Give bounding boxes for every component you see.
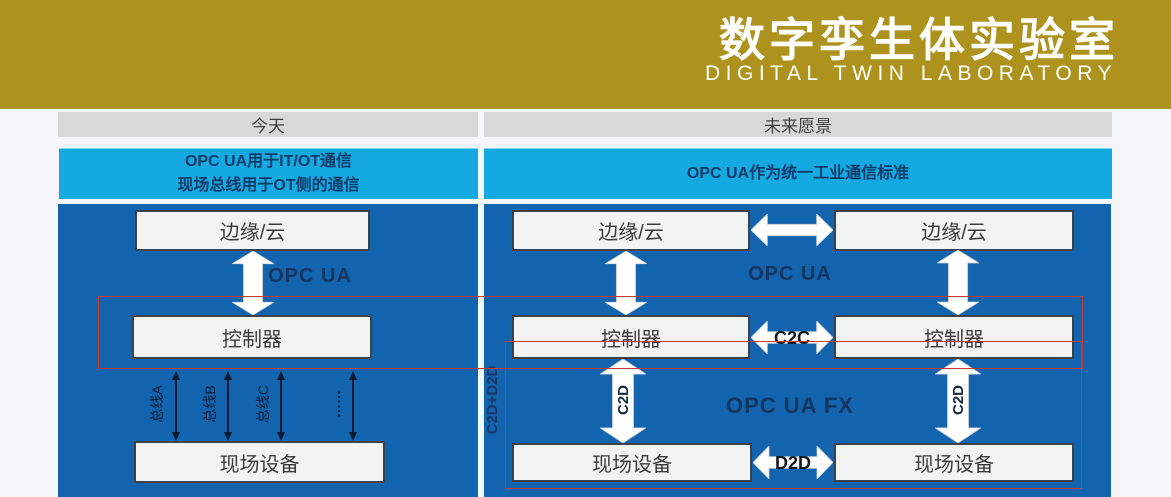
bus-b-arrow-icon: [224, 371, 232, 441]
column-header-today: 今天: [58, 112, 478, 137]
future-right-field-device-box: 现场设备: [834, 443, 1074, 482]
bus-a-label: 总线A: [149, 385, 165, 423]
column-divider: [478, 146, 484, 497]
horizontal-double-arrow-icon: [751, 214, 833, 246]
today-field-device-box: 现场设备: [134, 441, 385, 483]
vertical-double-arrow-icon: [605, 251, 647, 315]
subheader-today-line2: 现场总线用于OT侧的通信: [177, 176, 360, 194]
future-left-controller-box: 控制器: [512, 315, 750, 359]
bus-b-label: 总线B: [202, 385, 218, 423]
brand-title-chinese: 数字孪生体实验室: [719, 14, 1119, 66]
future-left-edge-cloud-box: 边缘/云: [512, 210, 750, 251]
future-right-controller-box: 控制器: [834, 315, 1074, 359]
d2d-double-arrow-icon: [753, 446, 833, 479]
future-right-edge-cloud-box: 边缘/云: [834, 210, 1074, 251]
subheader-today: OPC UA用于IT/OT通信 现场总线用于OT侧的通信: [59, 148, 478, 199]
c2d-label-left: C2D: [614, 385, 632, 416]
c2d-d2d-label: C2D+D2D: [483, 365, 501, 435]
today-opc-ua-label: OPC UA: [268, 265, 352, 287]
c2c-double-arrow-icon: [751, 321, 833, 354]
d2d-label: D2D: [774, 453, 811, 473]
future-left-field-device-box: 现场设备: [512, 443, 752, 482]
bus-a-arrow-icon: [172, 371, 180, 441]
vertical-double-arrow-icon: [937, 250, 979, 315]
column-header-future: 未来愿景: [484, 112, 1112, 137]
today-controller-box: 控制器: [132, 315, 372, 359]
bus-c-arrow-icon: [277, 371, 285, 441]
c2c-label: C2C: [773, 328, 810, 348]
bus-c-label: 总线C: [255, 384, 271, 424]
opc-ua-fx-label: OPC UA FX: [726, 393, 854, 418]
c2d-double-arrow-icon: [935, 359, 981, 443]
bus-more-label: ……: [327, 390, 343, 418]
bus-more-arrow-icon: [349, 371, 357, 441]
subheader-today-line1: OPC UA用于IT/OT通信: [184, 152, 353, 170]
subheader-future: OPC UA作为统一工业通信标准: [484, 148, 1112, 199]
c2d-double-arrow-icon: [600, 359, 646, 443]
future-opc-ua-label: OPC UA: [748, 263, 832, 285]
vertical-double-arrow-icon: [232, 251, 274, 315]
brand-banner: 数字孪生体实验室 DIGITAL TWIN LABORATORY: [0, 0, 1171, 109]
subheader-future-line: OPC UA作为统一工业通信标准: [686, 164, 910, 182]
today-edge-cloud-box: 边缘/云: [135, 210, 370, 251]
brand-title-english: DIGITAL TWIN LABORATORY: [705, 62, 1117, 85]
c2d-label-right: C2D: [949, 385, 967, 416]
